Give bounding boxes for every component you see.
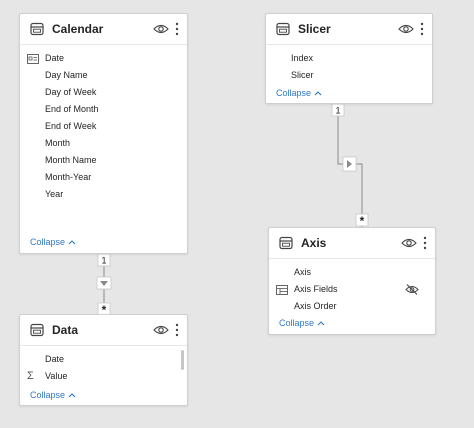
axis-table-header[interactable]: Axis [269,228,435,259]
data-table-header[interactable]: Data [20,315,187,346]
field-value[interactable]: Σ Value [20,368,187,385]
field-day-of-week[interactable]: Day of Week [20,84,187,101]
eye-hidden-icon[interactable] [405,284,419,295]
eye-icon[interactable] [398,23,414,35]
table-title: Data [52,323,79,337]
slicer-one-cardinality: 1 [335,106,340,116]
calendar-one-cardinality: 1 [101,256,106,266]
field-slicer[interactable]: Slicer [266,67,432,84]
relationship-slicer-axis[interactable]: 1 * [331,103,369,228]
table-title: Slicer [298,22,331,36]
table-icon [276,22,290,36]
field-end-of-month[interactable]: End of Month [20,101,187,118]
field-date[interactable]: Date [20,50,187,67]
collapse-label: Collapse [30,390,66,400]
field-label: Month-Year [45,172,92,182]
table-icon [30,22,44,36]
field-label: Axis Fields [294,284,338,294]
field-parameter-icon [276,285,288,295]
field-label: Day of Week [45,87,97,97]
table-icon [279,236,293,250]
field-label: Date [45,354,65,364]
field-label: Value [45,371,68,381]
collapse-label: Collapse [279,318,315,328]
more-options-icon[interactable] [423,236,427,250]
eye-icon[interactable] [153,324,169,336]
slicer-table-header[interactable]: Slicer [266,14,432,45]
field-month[interactable]: Month [20,135,187,152]
table-title: Axis [301,236,327,250]
data-table-card[interactable]: Data Date Σ Value Collapse [19,314,188,406]
field-axis[interactable]: Axis [269,264,435,281]
collapse-label: Collapse [30,237,66,247]
collapse-button[interactable]: Collapse [30,390,76,400]
calendar-table-header[interactable]: Calendar [20,14,187,45]
field-list: Date Day Name Day of Week End of Month E… [20,45,187,203]
field-label: End of Week [45,121,97,131]
field-label: Index [291,53,314,63]
calendar-date-icon [27,54,39,64]
field-label: Axis Order [294,301,337,311]
field-label: Month Name [45,155,97,165]
collapse-button[interactable]: Collapse [30,237,76,247]
field-index[interactable]: Index [266,50,432,67]
field-label: Axis [294,267,312,277]
field-list: Index Slicer [266,45,432,84]
more-options-icon[interactable] [175,323,179,337]
collapse-button[interactable]: Collapse [276,88,322,98]
data-many-cardinality: * [102,303,107,317]
chevron-up-icon [68,240,76,245]
eye-icon[interactable] [153,23,169,35]
field-month-name[interactable]: Month Name [20,152,187,169]
field-label: Month [45,138,71,148]
field-list: Date Σ Value [20,346,187,385]
slicer-table-card[interactable]: Slicer Index Slicer Collapse [265,13,433,104]
field-axis-order[interactable]: Axis Order [269,298,435,315]
axis-table-card[interactable]: Axis Axis Axis Fields [268,227,436,335]
table-icon [30,323,44,337]
collapse-label: Collapse [276,88,312,98]
field-label: Slicer [291,70,314,80]
axis-many-cardinality: * [360,214,365,228]
field-day-name[interactable]: Day Name [20,67,187,84]
calendar-table-card[interactable]: Calendar Date Day Name Day of Week [19,13,188,254]
chevron-up-icon [317,321,325,326]
field-list: Axis Axis Fields Axis Order [269,259,435,315]
field-label: Year [45,189,64,199]
field-label: Day Name [45,70,88,80]
field-year[interactable]: Year [20,186,187,203]
chevron-up-icon [314,91,322,96]
relationship-calendar-data[interactable]: 1 * [96,253,112,317]
more-options-icon[interactable] [175,22,179,36]
field-label: Date [45,53,65,63]
field-month-year[interactable]: Month-Year [20,169,187,186]
eye-icon[interactable] [401,237,417,249]
field-axis-fields[interactable]: Axis Fields [269,281,435,298]
sigma-icon: Σ [27,370,34,382]
scrollbar[interactable] [181,350,184,370]
field-label: End of Month [45,104,99,114]
chevron-up-icon [68,393,76,398]
table-title: Calendar [52,22,104,36]
field-end-of-week[interactable]: End of Week [20,118,187,135]
more-options-icon[interactable] [420,22,424,36]
collapse-button[interactable]: Collapse [279,318,325,328]
field-date[interactable]: Date [20,351,187,368]
